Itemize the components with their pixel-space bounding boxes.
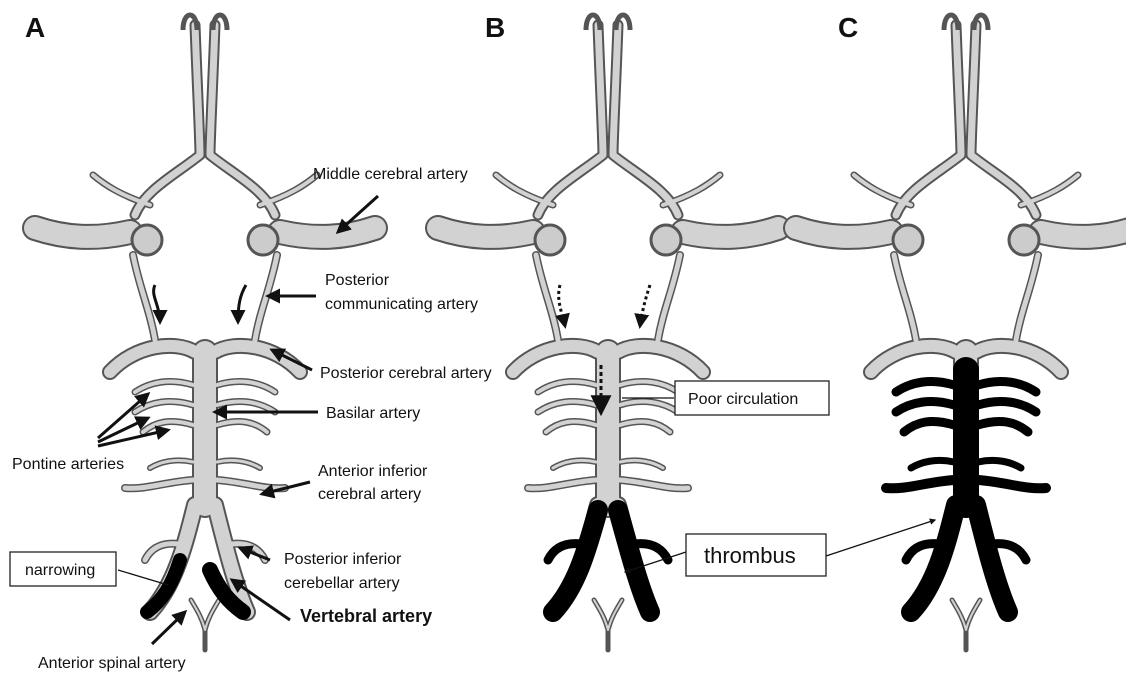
label-aica-2: cerebral artery <box>318 486 421 503</box>
panel-c-arteries <box>796 15 1126 650</box>
label-posterior-communicating-2: communicating artery <box>325 296 478 313</box>
label-posterior-cerebral-artery: Posterior cerebral artery <box>320 365 492 382</box>
label-basilar-artery: Basilar artery <box>326 405 420 422</box>
label-thrombus: thrombus <box>704 543 796 568</box>
label-narrowing: narrowing <box>25 562 95 579</box>
label-vertebral-artery: Vertebral artery <box>300 606 432 626</box>
label-pontine-arteries: Pontine arteries <box>12 456 124 473</box>
panel-letter-c: C <box>838 12 858 43</box>
label-posterior-communicating-1: Posterior <box>325 272 390 289</box>
label-aica-1: Anterior inferior <box>318 463 428 480</box>
label-pica-1: Posterior inferior <box>284 551 402 568</box>
panel-letter-b: B <box>485 12 505 43</box>
label-pica-2: cerebellar artery <box>284 575 400 592</box>
label-poor-circulation: Poor circulation <box>688 391 798 408</box>
label-middle-cerebral-artery: Middle cerebral artery <box>313 166 468 183</box>
label-anterior-spinal-artery: Anterior spinal artery <box>38 655 186 672</box>
panel-letter-a: A <box>25 12 45 43</box>
